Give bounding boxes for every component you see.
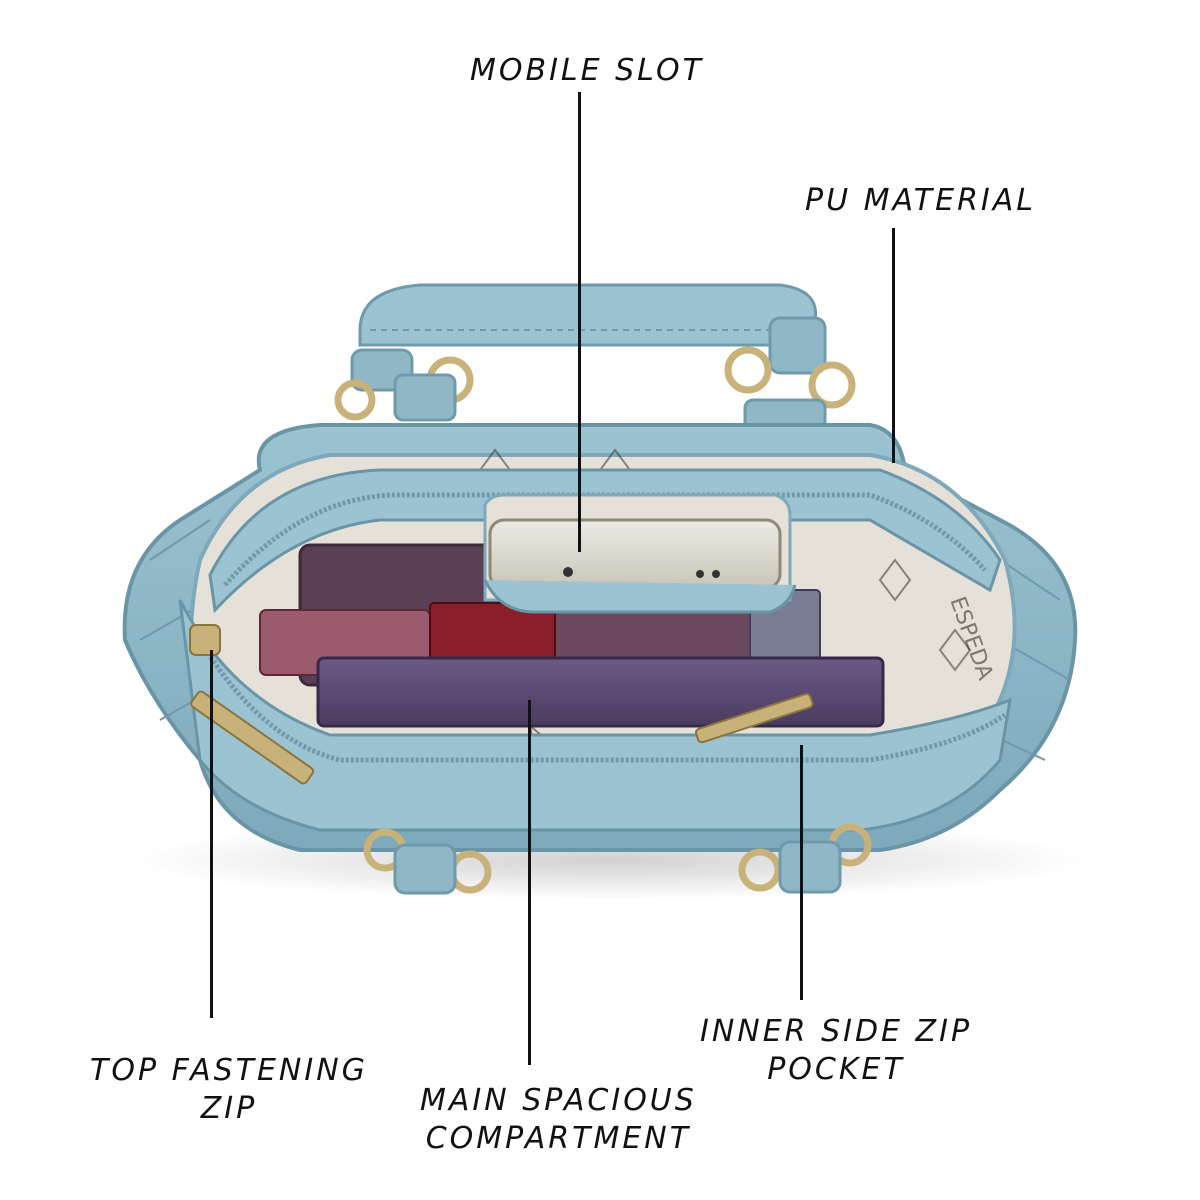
label-main-compartment: MAIN SPACIOUS COMPARTMENT	[420, 1083, 697, 1156]
bottom-tab-right	[778, 840, 842, 894]
zip-track	[223, 492, 987, 587]
ring-right	[724, 346, 772, 394]
mobile-phone	[488, 518, 782, 590]
leader-mobile-slot	[578, 92, 581, 552]
handle-tab-right	[768, 316, 827, 375]
purple-book	[316, 656, 885, 728]
zip-puller-top	[190, 690, 315, 785]
inner-pocket-panel	[208, 468, 1002, 614]
handle-top	[358, 283, 818, 347]
label-mobile-slot: MOBILE SLOT	[470, 53, 704, 88]
leader-top-zip	[210, 650, 213, 1018]
mobile-slot-pocket	[483, 579, 797, 614]
label-top-fastening-zip: TOP FASTENING ZIP	[90, 1053, 368, 1126]
bottom-tab-left	[393, 843, 457, 895]
leader-inner-pocket	[800, 745, 803, 1000]
zip-puller-inner	[695, 692, 814, 744]
leader-main-compartment	[528, 700, 531, 1065]
label-inner-side-zip-pocket: INNER SIDE ZIP POCKET	[700, 1014, 973, 1087]
leader-pu-material	[892, 228, 895, 463]
label-pu-material: PU MATERIAL	[805, 183, 1037, 218]
